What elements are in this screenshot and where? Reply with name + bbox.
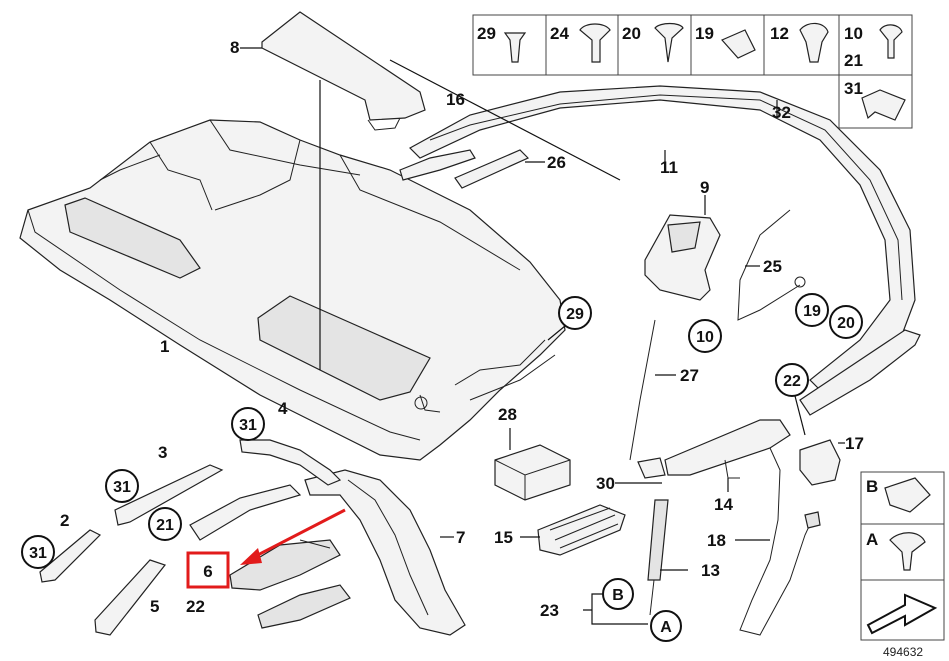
trim-parts bbox=[39, 439, 351, 636]
callout-8: 8 bbox=[230, 38, 239, 57]
part-9-hinge bbox=[644, 214, 721, 301]
part-18-cable bbox=[739, 447, 813, 636]
legend-a: A bbox=[866, 530, 878, 549]
red-arrow-icon bbox=[251, 508, 346, 560]
part-15-pad bbox=[537, 504, 626, 556]
part-7-rail bbox=[304, 469, 466, 636]
callout-2: 2 bbox=[60, 511, 69, 530]
callout-5: 5 bbox=[150, 597, 159, 616]
part-8-cover bbox=[261, 11, 426, 131]
circled-b: B bbox=[612, 587, 624, 604]
legend-12: 12 bbox=[770, 24, 789, 43]
clip-19-icon bbox=[721, 29, 756, 59]
rivet-a-icon bbox=[889, 532, 926, 571]
arrow-graphic-icon bbox=[866, 593, 938, 635]
callout-7: 7 bbox=[456, 528, 465, 547]
part-28-box bbox=[494, 444, 571, 501]
callout-26: 26 bbox=[547, 153, 566, 172]
callout-1: 1 bbox=[160, 337, 169, 356]
circled-29: 29 bbox=[566, 306, 584, 323]
callout-23: 23 bbox=[540, 601, 559, 620]
callout-15: 15 bbox=[494, 528, 513, 547]
part-27-rod bbox=[629, 319, 656, 461]
callout-32: 32 bbox=[772, 103, 791, 122]
circled-31c: 31 bbox=[29, 545, 47, 562]
callout-27: 27 bbox=[680, 366, 699, 385]
circled-31b: 31 bbox=[113, 479, 131, 496]
screw-24-icon bbox=[579, 23, 611, 63]
part-30-clip bbox=[637, 457, 666, 479]
callout-14: 14 bbox=[714, 495, 733, 514]
legend-24: 24 bbox=[550, 24, 569, 43]
legend-20: 20 bbox=[622, 24, 641, 43]
part-25-cable bbox=[737, 209, 801, 321]
circled-31a: 31 bbox=[239, 417, 257, 434]
clip-b-icon bbox=[884, 477, 931, 513]
legend-29: 29 bbox=[477, 24, 496, 43]
callout-3: 3 bbox=[158, 443, 167, 462]
circled-20: 20 bbox=[837, 315, 855, 332]
highlight-part-6: 6 bbox=[186, 508, 346, 589]
legend-side bbox=[860, 471, 945, 641]
part-13-strut bbox=[647, 499, 669, 616]
callout-16: 16 bbox=[446, 90, 465, 109]
screw-10-icon bbox=[879, 24, 903, 59]
part-14-armrest bbox=[664, 419, 791, 479]
legend-labels: 29 24 20 19 12 10 21 31 B A bbox=[477, 24, 878, 549]
callout-4: 4 bbox=[278, 399, 288, 418]
screw-29-icon bbox=[503, 32, 527, 63]
legend-top bbox=[472, 14, 913, 129]
legend-10: 10 bbox=[844, 24, 863, 43]
circled-19: 19 bbox=[803, 303, 821, 320]
callout-28: 28 bbox=[498, 405, 517, 424]
callout-17: 17 bbox=[845, 434, 864, 453]
callout-13: 13 bbox=[701, 561, 720, 580]
bolt-12-icon bbox=[799, 22, 829, 63]
legend-21: 21 bbox=[844, 51, 863, 70]
legend-31: 31 bbox=[844, 79, 863, 98]
red-arrowhead-icon bbox=[240, 548, 262, 565]
screw-20-icon bbox=[654, 22, 684, 63]
part-17-lock bbox=[799, 439, 841, 486]
callout-18: 18 bbox=[707, 531, 726, 550]
callout-6: 6 bbox=[203, 562, 212, 581]
reference-number: 494632 bbox=[883, 645, 923, 659]
clip-31-icon bbox=[861, 89, 906, 121]
circled-21: 21 bbox=[156, 517, 174, 534]
legend-b: B bbox=[866, 477, 878, 496]
callout-labels: 8 16 32 26 11 9 25 1 27 4 28 17 3 30 14 … bbox=[60, 38, 864, 620]
highlight-box bbox=[186, 551, 230, 589]
hardtop-shell bbox=[19, 119, 566, 461]
circled-10: 10 bbox=[696, 329, 714, 346]
callout-9: 9 bbox=[700, 178, 709, 197]
circled-22: 22 bbox=[783, 373, 801, 390]
circled-callouts: 29 31 31 31 21 10 19 20 22 B A bbox=[21, 293, 863, 642]
legend-19: 19 bbox=[695, 24, 714, 43]
circled-a: A bbox=[660, 619, 672, 636]
callout-11: 11 bbox=[660, 158, 678, 177]
callout-30: 30 bbox=[596, 474, 615, 493]
part-26-strap bbox=[454, 149, 530, 189]
callout-25: 25 bbox=[763, 257, 782, 276]
callout-22: 22 bbox=[186, 597, 205, 616]
